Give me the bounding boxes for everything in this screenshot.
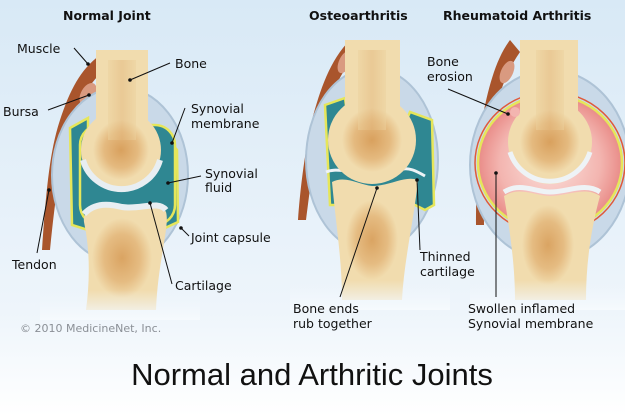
cartilage	[502, 185, 602, 195]
svg-text:Bone: Bone	[427, 54, 459, 69]
svg-text:rub together: rub together	[293, 316, 373, 331]
svg-text:Cartilage: Cartilage	[175, 278, 232, 293]
svg-text:Tendon: Tendon	[11, 257, 57, 272]
osteoarthritis-illustration	[290, 40, 450, 310]
heading-normal-joint: Normal Joint	[63, 8, 151, 23]
label-bursa: Bursa	[3, 93, 91, 119]
heading-osteoarthritis: Osteoarthritis	[309, 8, 408, 23]
label-cartilage: Cartilage	[148, 201, 232, 293]
svg-text:Synovial membrane: Synovial membrane	[468, 316, 594, 331]
lower-cartilage	[81, 201, 169, 217]
svg-text:Swollen inflamed: Swollen inflamed	[468, 301, 575, 316]
svg-text:membrane: membrane	[191, 116, 260, 131]
svg-text:fluid: fluid	[205, 180, 232, 195]
label-synovial-fluid: Synovial fluid	[166, 166, 258, 195]
label-bone-erosion: Bone erosion	[427, 54, 510, 116]
label-tendon: Tendon	[11, 188, 57, 272]
rheumatoid-illustration	[469, 40, 625, 310]
svg-text:Bone ends: Bone ends	[293, 301, 359, 316]
svg-text:Synovial: Synovial	[205, 166, 258, 181]
svg-text:erosion: erosion	[427, 69, 473, 84]
label-joint-capsule: Joint capsule	[179, 226, 271, 245]
svg-text:Bone: Bone	[175, 56, 207, 71]
svg-text:Muscle: Muscle	[17, 41, 61, 56]
svg-text:cartilage: cartilage	[420, 264, 475, 279]
page-title: Normal and Arthritic Joints	[131, 357, 493, 392]
label-synovial-membrane: Synovial membrane	[170, 101, 260, 145]
bursa	[499, 60, 515, 84]
upper-cartilage	[507, 151, 593, 184]
label-bone: Bone	[128, 56, 207, 82]
copyright: © 2010 MedicineNet, Inc.	[20, 322, 161, 335]
heading-rheumatoid-arthritis: Rheumatoid Arthritis	[443, 8, 591, 23]
svg-text:Thinned: Thinned	[419, 249, 471, 264]
upper-cartilage	[80, 159, 163, 193]
label-bone-ends-rub-together: Bone ends rub together	[293, 186, 379, 331]
svg-text:Joint capsule: Joint capsule	[190, 230, 271, 245]
label-thinned-cartilage: Thinned cartilage	[415, 178, 475, 279]
label-muscle: Muscle	[17, 41, 90, 66]
label-swollen-synovial-membrane: Swollen inflamed Synovial membrane	[468, 171, 594, 331]
normal-joint-illustration	[40, 50, 200, 320]
svg-text:Synovial: Synovial	[191, 101, 244, 116]
svg-text:Bursa: Bursa	[3, 104, 39, 119]
bone-erosion	[510, 107, 520, 117]
